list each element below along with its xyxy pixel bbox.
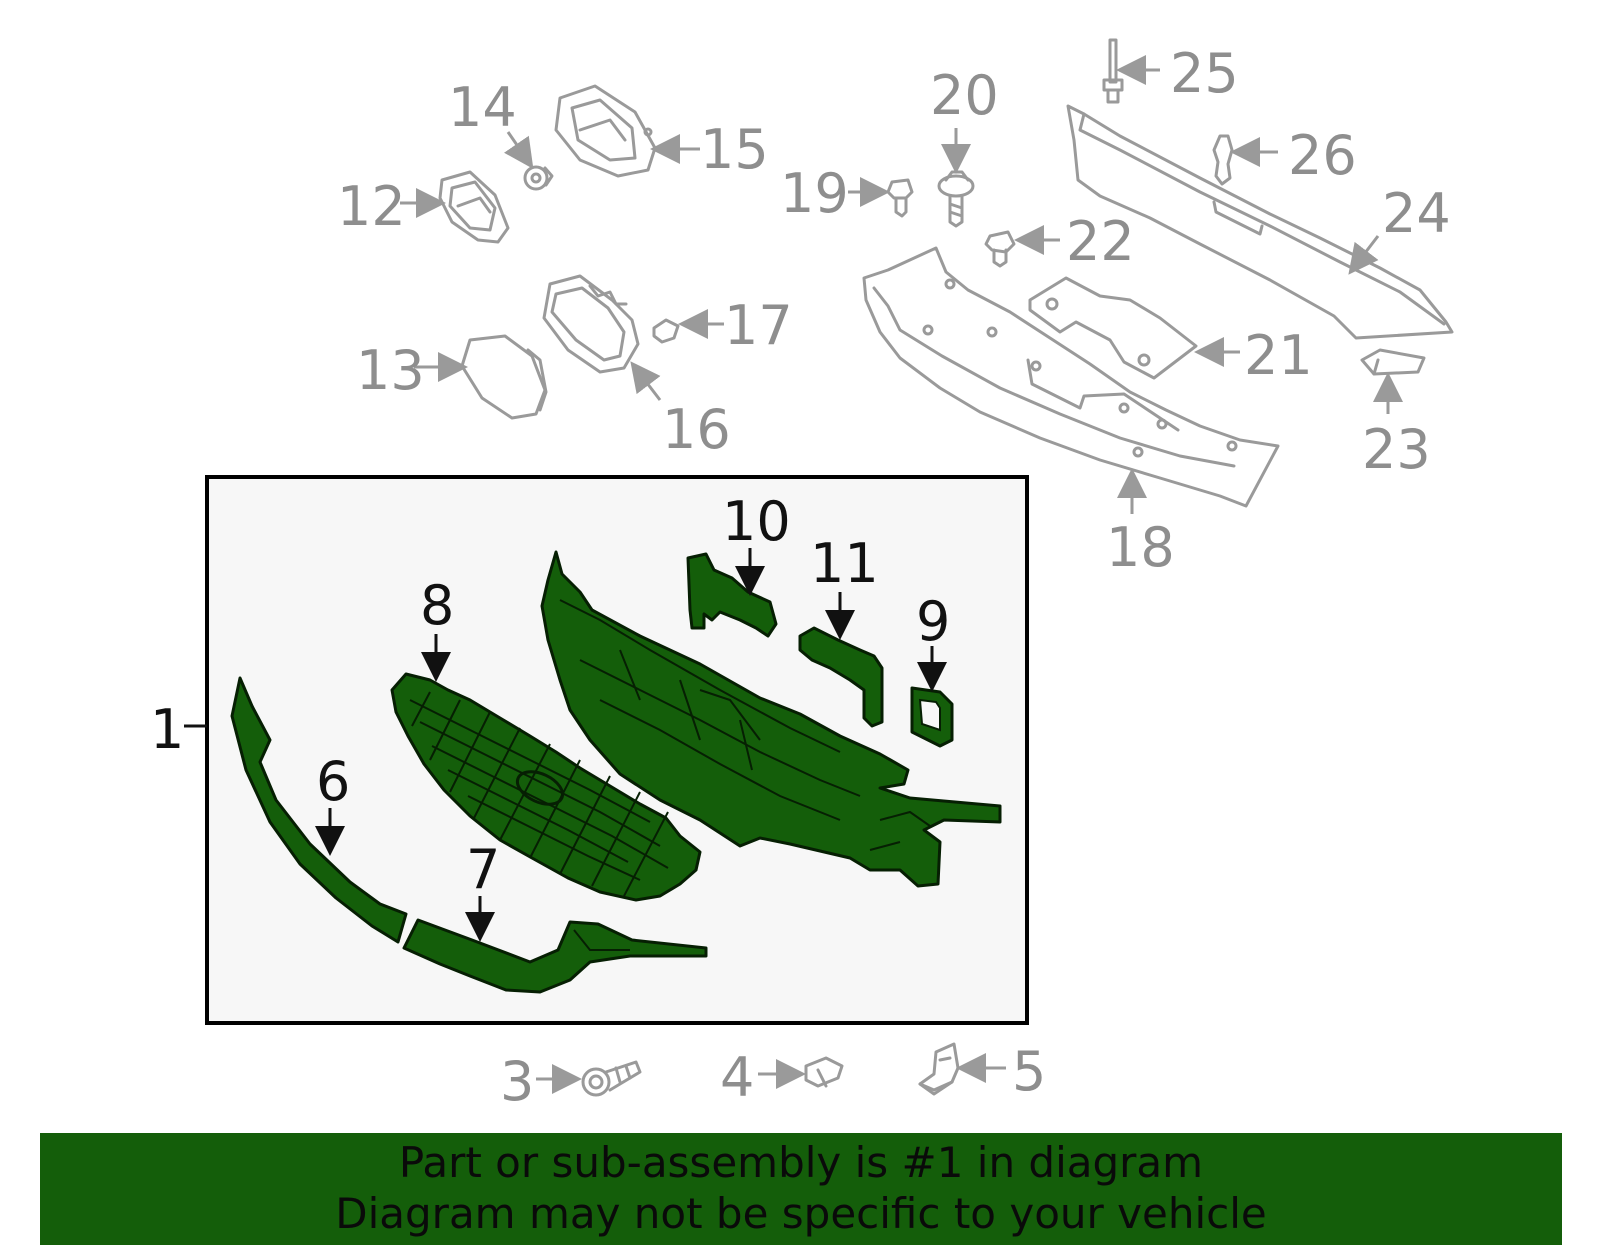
- callout-26: 26: [1288, 124, 1357, 187]
- callout-12: 12: [337, 175, 406, 238]
- part-6-molding: [230, 676, 408, 944]
- part-10-bracket: [686, 552, 778, 638]
- part-15-emblem: [554, 84, 657, 178]
- part-24-strip: [1066, 104, 1454, 340]
- part-16-housing: [542, 274, 640, 374]
- callout-3: 3: [500, 1050, 534, 1113]
- part-7-molding: [402, 918, 708, 994]
- part-12-emblem: [438, 170, 510, 244]
- callout-5: 5: [1012, 1040, 1046, 1103]
- callout-15: 15: [700, 118, 769, 181]
- banner-line-1: Part or sub-assembly is #1 in diagram: [398, 1138, 1204, 1187]
- banner-line-2: Diagram may not be specific to your vehi…: [335, 1189, 1267, 1238]
- part-26-clip: [1212, 134, 1234, 186]
- part-14-clip: [523, 165, 554, 191]
- callout-13: 13: [356, 339, 425, 402]
- callout-10: 10: [722, 490, 791, 553]
- part-3-bolt: [581, 1060, 642, 1097]
- callout-25: 25: [1170, 42, 1239, 105]
- callout-21: 21: [1244, 324, 1313, 387]
- callout-20: 20: [930, 64, 999, 127]
- callout-22: 22: [1066, 210, 1135, 273]
- part-9-clip: [910, 686, 954, 748]
- part-5-nut: [918, 1042, 960, 1096]
- part-17-clip: [652, 318, 680, 344]
- callout-7: 7: [466, 838, 500, 901]
- part-23-bracket: [1360, 348, 1426, 376]
- callout-6: 6: [316, 750, 350, 813]
- part-22-clip: [984, 230, 1016, 268]
- callout-1: 1: [150, 698, 184, 761]
- callout-24: 24: [1382, 182, 1451, 245]
- part-11-bracket: [798, 626, 884, 728]
- callout-8: 8: [420, 574, 454, 637]
- part-21-shield: [1028, 276, 1198, 380]
- callout-19: 19: [780, 162, 849, 225]
- part-1-grille-frame: [540, 550, 1002, 888]
- notice-banner: Part or sub-assembly is #1 in diagram Di…: [40, 1133, 1562, 1245]
- callout-16: 16: [662, 398, 731, 461]
- part-25-pin: [1102, 38, 1124, 104]
- callout-23: 23: [1362, 418, 1431, 481]
- part-20-bolt: [937, 170, 975, 228]
- callout-9: 9: [916, 590, 950, 653]
- part-19-bolt: [886, 178, 914, 218]
- part-4-clip: [804, 1056, 844, 1088]
- callout-4: 4: [720, 1046, 754, 1109]
- callout-17: 17: [724, 294, 793, 357]
- part-13-housing: [460, 334, 548, 420]
- callout-18: 18: [1106, 516, 1175, 579]
- part-18-cover: [862, 246, 1280, 508]
- part-8-grille: [390, 672, 702, 902]
- callout-14: 14: [448, 76, 517, 139]
- callout-11: 11: [810, 532, 879, 595]
